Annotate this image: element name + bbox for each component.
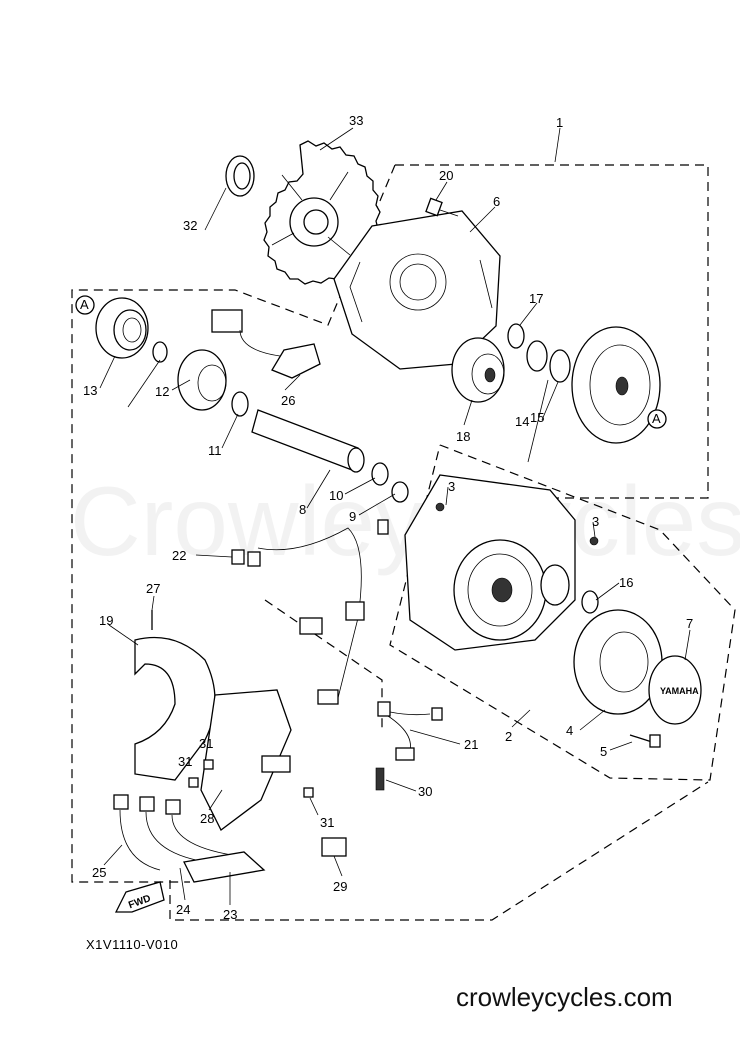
callout-5: 5 [600, 744, 607, 759]
callout-4: 4 [566, 723, 573, 738]
pin-3b [589, 536, 599, 546]
callout-10: 10 [329, 488, 343, 503]
bearing-13 [95, 297, 149, 359]
pin-3a [435, 502, 445, 512]
chip-31a [203, 759, 214, 770]
callout-14: 14 [515, 414, 529, 429]
leader-lines [99, 127, 691, 905]
circlip-17 [507, 323, 525, 349]
ref-circle-a2 [647, 409, 667, 429]
ref-mark-a1: A [80, 297, 89, 312]
callout-31a: 31 [199, 736, 213, 751]
callout-19: 19 [99, 613, 113, 628]
ring-10 [371, 462, 389, 486]
plate-29 [321, 837, 347, 857]
sprocket-ring [225, 155, 255, 197]
callout-32: 32 [183, 218, 197, 233]
callout-15: 15 [530, 410, 544, 425]
chip-31c [303, 787, 314, 798]
callout-13: 13 [83, 383, 97, 398]
callout-8: 8 [299, 502, 306, 517]
pad-30 [375, 767, 385, 791]
motor-housing [404, 474, 576, 651]
callout-27: 27 [146, 581, 160, 596]
circlip-13 [152, 341, 168, 363]
callout-23: 23 [223, 907, 237, 922]
callout-31b: 31 [178, 754, 192, 769]
callout-25: 25 [92, 865, 106, 880]
diagram-code: X1V1110-V010 [86, 937, 179, 952]
callout-7: 7 [686, 616, 693, 631]
o-ring-9 [391, 481, 409, 503]
callout-26: 26 [281, 393, 295, 408]
callout-22: 22 [172, 548, 186, 563]
washer-14 [526, 340, 548, 372]
brush-set [113, 794, 266, 883]
callout-6: 6 [493, 194, 500, 209]
emblem-7: YAMAHA [648, 655, 702, 725]
callout-20: 20 [439, 168, 453, 183]
fwd-arrow: FWD [114, 881, 165, 913]
callout-11: 11 [208, 443, 222, 458]
one-way-clutch-12 [177, 349, 227, 411]
ring-16 [581, 590, 599, 614]
callout-17: 17 [529, 291, 543, 306]
callout-9: 9 [349, 509, 356, 524]
callout-3b: 3 [592, 514, 599, 529]
motor-cover-4 [573, 609, 663, 715]
callout-1: 1 [556, 115, 563, 130]
wire-harness-21 [377, 701, 443, 761]
rear-sprocket [263, 140, 381, 285]
callout-12: 12 [155, 384, 169, 399]
callout-29: 29 [333, 879, 347, 894]
bolt-20 [425, 197, 459, 217]
callout-28: 28 [200, 811, 214, 826]
group-1-outline [395, 164, 709, 499]
logo-text: YAMAHA [660, 686, 699, 696]
callout-18: 18 [456, 429, 470, 444]
website-footer: crowleycycles.com [456, 982, 673, 1012]
callout-31c: 31 [320, 815, 334, 830]
callout-3a: 3 [448, 479, 455, 494]
callout-labels: 1 2 3 3 4 5 6 7 8 9 10 11 12 13 14 15 16… [83, 113, 693, 922]
callout-21: 21 [464, 737, 478, 752]
callout-24: 24 [176, 902, 190, 917]
callout-33: 33 [349, 113, 363, 128]
lower-group-outline [169, 781, 709, 921]
drive-shaft-8 [251, 409, 365, 473]
sensor-26 [211, 309, 321, 379]
bracket-19 [134, 636, 216, 781]
gear-18 [451, 337, 505, 403]
ref-mark-a2: A [652, 411, 661, 426]
brush-board-28 [200, 689, 292, 831]
callout-30: 30 [418, 784, 432, 799]
chip-31b [188, 777, 199, 788]
drive-gear [571, 326, 661, 444]
ref-circle-a1 [75, 295, 95, 315]
group-2-outline [389, 444, 736, 781]
wire-harness-22 [231, 519, 389, 705]
callout-2: 2 [505, 729, 512, 744]
ring-11 [231, 391, 249, 417]
bolt-5 [629, 734, 661, 748]
callout-16: 16 [619, 575, 633, 590]
o-ring-15 [549, 349, 571, 383]
